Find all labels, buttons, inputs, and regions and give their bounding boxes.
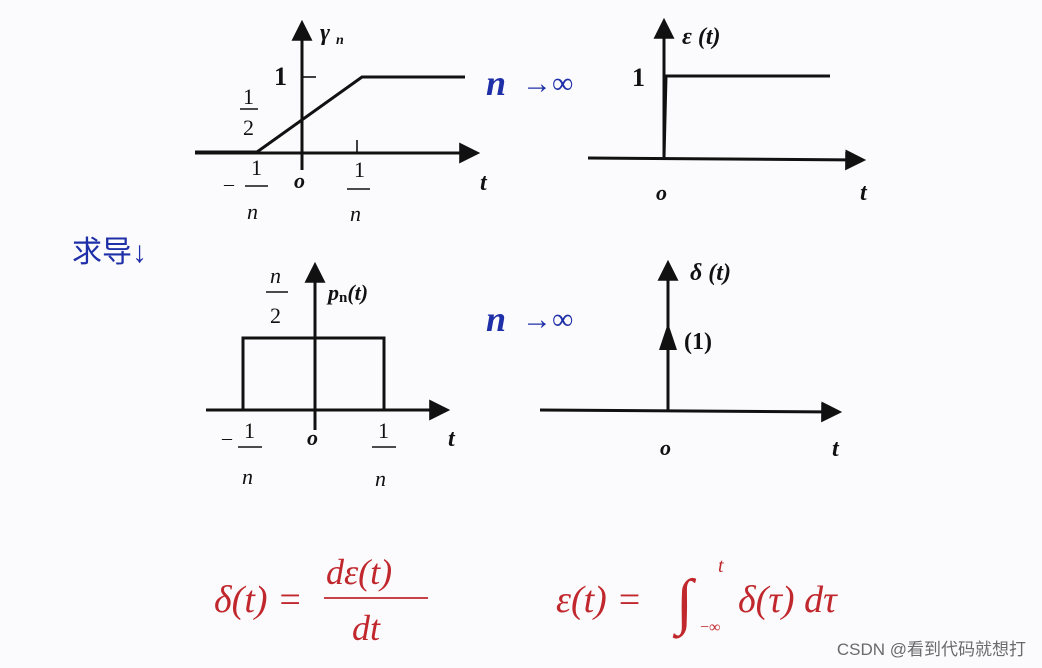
ramp-y-tick-one: 1 [274,62,287,91]
limit-arrow-bottom: n →∞ [486,299,573,339]
step-plot: ε (t) 1 o t [587,17,868,206]
step-curve [662,74,830,159]
impulse-origin: o [660,435,671,460]
step-origin: o [656,180,667,205]
formula-epsilon-integrand: δ(τ) dτ [738,579,838,621]
impulse-arrow-head [659,323,677,350]
step-x-axis [587,149,867,171]
watermark: CSDN @看到代码就想打 [837,640,1026,659]
pulse-neg-sign: – [221,427,233,449]
ramp-origin: o [294,168,305,193]
pulse-neg-denominator: n [242,464,253,489]
pulse-plot: n 2 pn(t) o t – 1 n 1 n [206,261,456,491]
ramp-neg-denominator: n [247,199,258,224]
formula-epsilon-lhs: ε(t) = [556,579,642,621]
derivative-label: 求导↓ [72,236,147,269]
pulse-height-numerator: n [270,263,281,288]
pulse-pos-denominator: n [375,466,386,491]
formula-epsilon: ε(t) = ∫ t −∞ δ(τ) dτ [556,555,838,639]
ramp-pos-numerator: 1 [354,157,365,182]
limit-arrow-top: n →∞ [486,63,573,103]
formula-delta-numerator: dε(t) [326,552,392,592]
ramp-neg-numerator: 1 [251,155,262,180]
step-x-label: t [860,180,868,206]
pulse-height-denominator: 2 [270,303,281,328]
ramp-x-label: t [480,170,488,196]
impulse-x-label: t [832,436,840,462]
impulse-x-axis [539,401,843,423]
integral-lower-limit: −∞ [700,619,720,636]
formula-delta-denominator: dt [352,608,381,648]
limit-top-arrow: →∞ [522,67,573,100]
half-numerator: 1 [243,84,254,109]
formula-delta-lhs: δ(t) = [214,579,303,621]
ramp-curve [195,75,465,154]
pulse-origin: o [307,425,318,450]
step-y-tick-one: 1 [632,63,645,92]
integral-sign: ∫ [672,568,697,639]
formula-delta: δ(t) = dε(t) dt [214,552,428,648]
half-denominator: 2 [243,115,254,140]
ramp-neg-sign: – [223,173,235,195]
step-y-label: ε (t) [682,24,721,50]
impulse-weight: (1) [684,329,712,355]
pulse-neg-numerator: 1 [244,418,255,443]
pulse-rectangle [241,336,386,410]
pulse-y-label: pn(t) [326,280,368,306]
impulse-plot: δ (t) (1) o t [539,259,843,462]
integral-upper-limit: t [718,555,724,577]
pulse-x-label: t [448,426,456,452]
limit-bottom-variable: n [486,299,506,339]
limit-top-variable: n [486,63,506,103]
impulse-y-label: δ (t) [690,260,731,286]
ramp-pos-denominator: n [350,201,361,226]
limit-bottom-arrow: →∞ [522,303,573,336]
pulse-pos-numerator: 1 [378,418,389,443]
